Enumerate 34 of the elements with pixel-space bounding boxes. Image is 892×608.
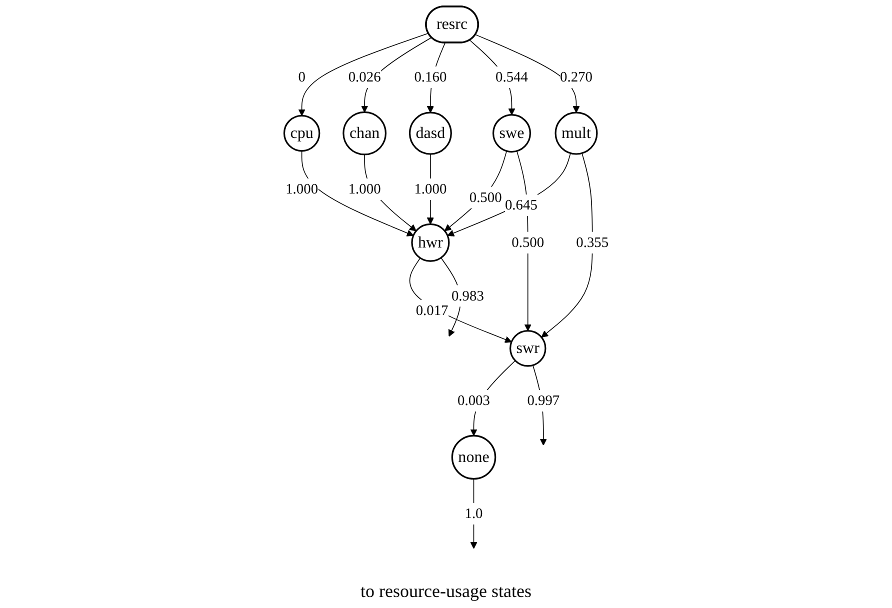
node-circle: [408, 112, 452, 155]
arrow: [444, 150, 507, 232]
edge-label: 0.645: [504, 196, 537, 213]
arrow: [474, 34, 580, 113]
node-circle: [492, 114, 531, 153]
edge-label: 0.355: [576, 234, 608, 250]
caption-note: to resource-usage states: [360, 581, 532, 602]
edge-label: 0.997: [526, 392, 560, 408]
edge-label: 0.544: [495, 68, 528, 85]
edge-label: 0.003: [457, 392, 490, 408]
edge-label: 1.0: [464, 505, 482, 522]
edge-label: 1.000: [348, 180, 380, 197]
edge-label: 0.017: [415, 302, 448, 318]
edge-label: 0: [298, 68, 305, 85]
node-circle: [450, 434, 496, 480]
edge-label: 0.160: [414, 68, 446, 85]
flowchart-diagram: 0 0.026 0.160 0.544 0.270 1.000 1.000 1.000 0.500 0.500 0.645 0.355 0.017 0.003 0.983 0.997 1.0 resrc cpu chan dasd swe mult hwr swr none: [236, 0, 656, 579]
arrow: [446, 152, 570, 236]
arrow: [470, 478, 477, 549]
arrow: [298, 32, 428, 116]
node-circle: [554, 112, 598, 155]
edge-label: 0.500: [468, 189, 502, 206]
arrow: [301, 150, 414, 236]
arrow: [540, 152, 592, 338]
node-circle: [509, 330, 546, 367]
edge-label: 0.983: [451, 288, 484, 304]
node-circle: [283, 114, 320, 152]
edge-label: 0.500: [511, 234, 544, 250]
edge-label: 0.270: [560, 68, 592, 85]
edge-label: 1.000: [285, 180, 318, 197]
edge-label: 1.000: [414, 180, 446, 197]
edge-label: 0.026: [348, 68, 380, 85]
node-circle: [342, 111, 386, 156]
node-circle: [410, 223, 450, 262]
